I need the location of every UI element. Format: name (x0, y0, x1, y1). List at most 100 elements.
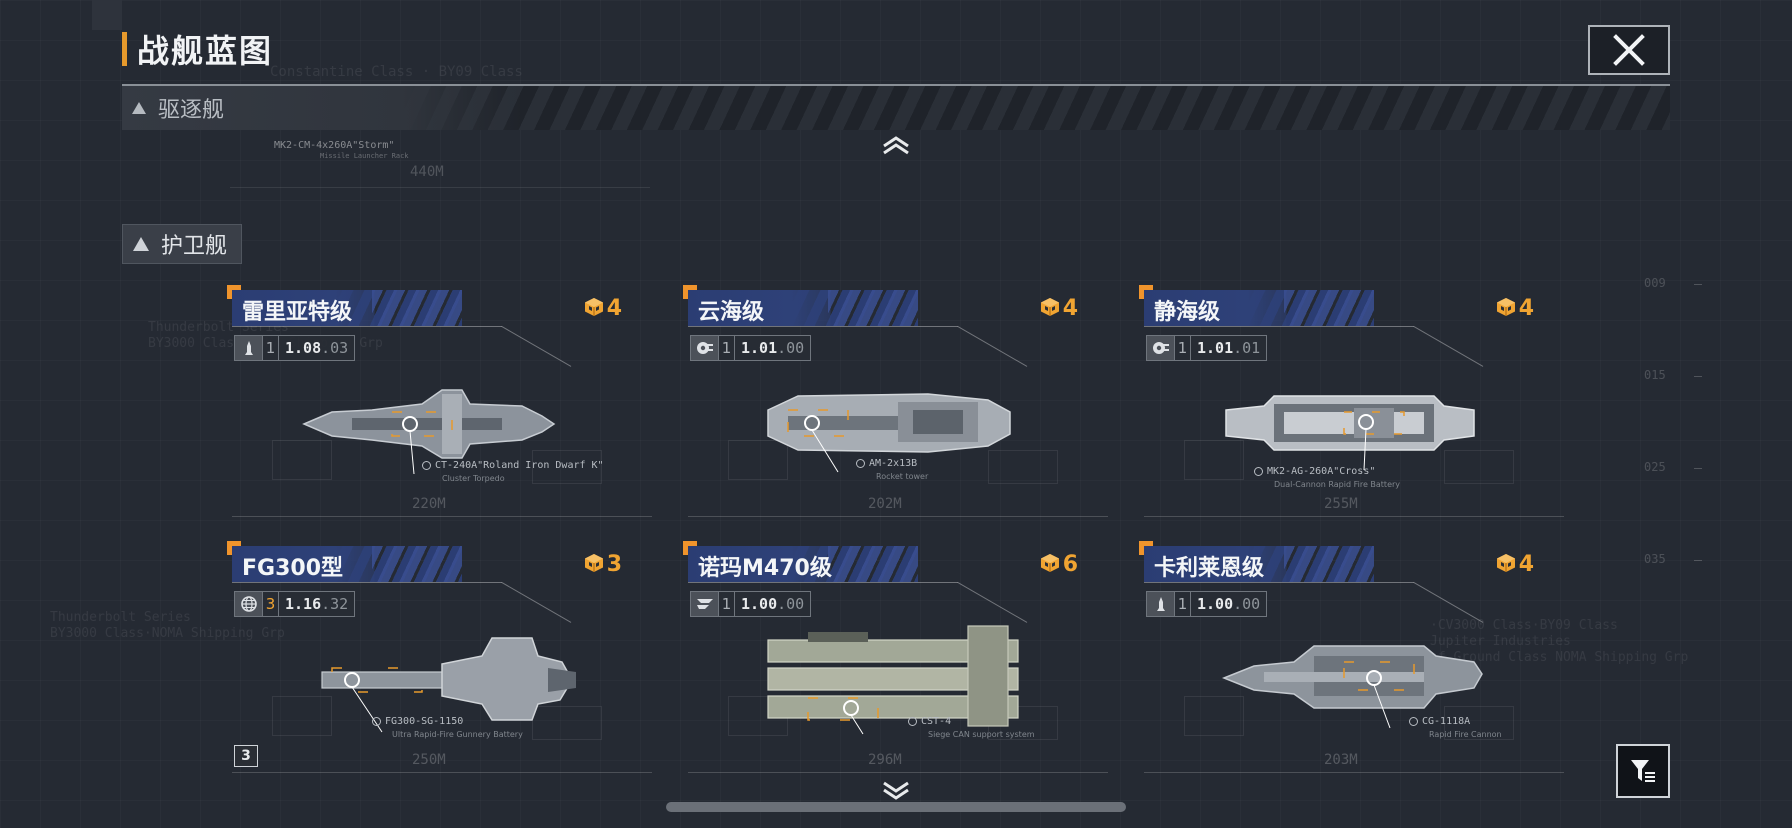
ship-level: 1 (719, 336, 735, 360)
ship-stat: 1 1.00.00 (1146, 591, 1268, 617)
weapon-name: CT-240A"Roland Iron Dwarf K" (422, 460, 604, 471)
rating-value: 4 (1062, 296, 1078, 321)
card-title-stripes (372, 290, 462, 326)
blueprint-decoration (988, 450, 1058, 484)
rating-cube-icon (1040, 297, 1060, 321)
ship-card[interactable]: 静海级 4 1 1.01.01 MK2-AG-260A"Cross" Dual-… (1139, 285, 1564, 530)
ship-image[interactable] (748, 616, 1048, 736)
section-escort-label: 护卫舰 (161, 234, 228, 259)
ship-rating: 4 (1496, 552, 1534, 577)
rocket-icon (235, 336, 263, 360)
side-scale (1694, 240, 1702, 640)
ship-rating: 3 (584, 552, 622, 577)
title-accent-bar (122, 32, 127, 66)
destroyer-preview: MK2-CM-4x260A"Storm" Missile Launcher Ra… (230, 140, 650, 188)
ship-length: 296M (868, 752, 902, 768)
ship-version: 1.00.00 (1197, 595, 1261, 613)
ship-length: 250M (412, 752, 446, 768)
weapon-description: Cluster Torpedo (442, 474, 505, 483)
blueprint-decoration (272, 440, 332, 480)
card-title-stripes (828, 546, 918, 582)
ship-card[interactable]: FG300型 3 3 1.16.32 FG300-SG-1150 Ultra R… (227, 541, 652, 786)
blueprint-decoration (1444, 706, 1514, 740)
weapon-name: CST-4 (908, 716, 951, 727)
ship-card[interactable]: 云海级 4 1 1.01.00 AM-2x13B Rocket tower 20… (683, 285, 1108, 530)
ship-image[interactable] (292, 360, 592, 480)
rating-value: 3 (606, 552, 622, 577)
card-divider (688, 582, 958, 583)
filter-button[interactable] (1616, 744, 1670, 798)
card-baseline (1144, 772, 1564, 773)
rating-value: 4 (606, 296, 622, 321)
filter-icon (1631, 760, 1655, 782)
rating-cube-icon (584, 297, 604, 321)
horizontal-scrollbar[interactable] (666, 802, 1126, 812)
card-divider (688, 326, 958, 327)
ship-version: 1.01.00 (741, 339, 805, 357)
weapon-dot-icon (1409, 716, 1418, 726)
weapon-dot-icon (856, 458, 865, 468)
weapon-dot-icon (422, 460, 431, 470)
ship-image[interactable] (748, 360, 1048, 480)
card-baseline (688, 772, 1108, 773)
card-divider (232, 326, 502, 327)
close-button[interactable] (1588, 25, 1670, 75)
card-divider (1144, 582, 1414, 583)
ship-version: 1.16.32 (285, 595, 349, 613)
ship-stat: 1 1.08.03 (234, 335, 356, 361)
destroyer-weapon-sub: Missile Launcher Rack (320, 152, 409, 160)
blueprint-decoration (1444, 450, 1514, 484)
ship-level: 1 (1175, 336, 1191, 360)
ship-rating: 6 (1040, 552, 1078, 577)
ship-stat: 3 1.16.32 (234, 591, 356, 617)
weapon-description: Rapid Fire Cannon (1429, 730, 1502, 739)
corner-decoration (92, 0, 122, 30)
weapon-name: AM-2x13B (856, 458, 917, 469)
ship-length: 220M (412, 496, 446, 512)
ship-level: 1 (263, 336, 279, 360)
ship-image[interactable] (1204, 616, 1504, 736)
page-title-text: 战舰蓝图 (137, 32, 274, 70)
ship-image[interactable] (1204, 360, 1504, 480)
ship-level: 3 (263, 592, 279, 616)
weapon-dot-icon (1254, 466, 1263, 476)
ship-card[interactable]: 雷里亚特级 4 1 1.08.03 CT-240A"Roland Iron Dw… (227, 285, 652, 530)
ship-name: FG300型 (242, 556, 344, 581)
background-text: ·CV3000 Class·BY09 Class Jupiter Industr… (1430, 618, 1689, 665)
weapon-name: MK2-AG-260A"Cross" (1254, 466, 1375, 477)
weapon-name: CG-1118A (1409, 716, 1470, 727)
chevron-up-icon[interactable] (878, 134, 914, 156)
weapon-description: Rocket tower (876, 472, 929, 481)
section-destroyer[interactable]: 驱逐舰 (122, 86, 1670, 130)
ship-stat: 1 1.01.01 (1146, 335, 1268, 361)
card-divider (232, 582, 502, 583)
blueprint-decoration (1184, 696, 1244, 736)
section-escort[interactable]: 护卫舰 (122, 224, 242, 264)
close-icon (1613, 34, 1645, 66)
blueprint-decoration (532, 706, 602, 740)
card-title-stripes (372, 546, 462, 582)
card-title-stripes (1284, 546, 1374, 582)
ship-image[interactable] (292, 616, 592, 736)
rating-value: 6 (1062, 552, 1078, 577)
card-title-stripes (828, 290, 918, 326)
ship-version: 1.00.00 (741, 595, 805, 613)
weapon-description: Siege CAN support system (928, 730, 1035, 739)
globe-icon (235, 592, 263, 616)
ship-card[interactable]: 卡利莱恩级 4 1 1.00.00 CG-1118A Rapid Fire Ca… (1139, 541, 1564, 786)
chevron-down-icon[interactable] (878, 780, 914, 802)
ship-rating: 4 (1496, 296, 1534, 321)
card-divider (1144, 326, 1414, 327)
card-baseline (688, 516, 1108, 517)
rocket-icon (1147, 592, 1175, 616)
shipping-icon (691, 592, 719, 616)
ship-version: 1.08.03 (285, 339, 349, 357)
scale-label: 009 (1644, 276, 1666, 290)
ship-card[interactable]: 诺玛M470级 6 1 1.00.00 CST-4 Siege CAN supp… (683, 541, 1108, 786)
ship-length: 255M (1324, 496, 1358, 512)
escort-class-icon (133, 237, 149, 251)
card-title-stripes (1284, 290, 1374, 326)
weapon-dot-icon (372, 716, 381, 726)
scale-label: 025 (1644, 460, 1666, 474)
rating-cube-icon (1040, 553, 1060, 577)
